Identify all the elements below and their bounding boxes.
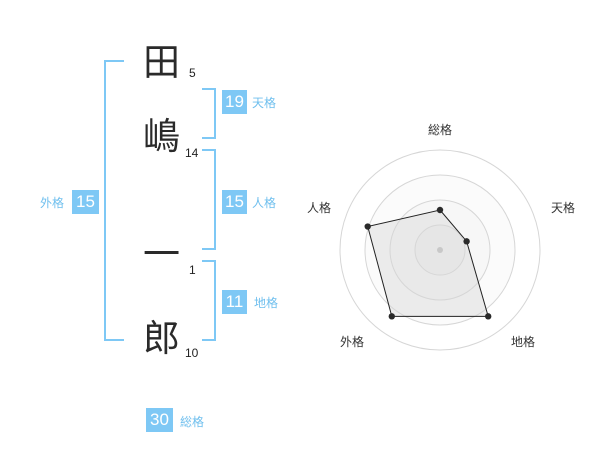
stroke-count-3: 1 [189, 263, 196, 277]
radar-point-2 [463, 238, 470, 245]
tenkaku-label: 天格 [252, 96, 277, 110]
gaikaku-bracket [104, 60, 124, 341]
chikaku-value-badge: 11 [222, 290, 247, 314]
name-char-2: 嶋 [143, 115, 180, 158]
gaikaku-label: 外格 [40, 196, 65, 210]
radar-axis-label-tenkaku: 天格 [551, 201, 576, 215]
radar-point-3 [484, 313, 492, 320]
radar-center-dot [437, 247, 443, 253]
name-char-3: 一 [143, 233, 180, 276]
stroke-count-4: 10 [185, 346, 199, 360]
stroke-count-1: 5 [189, 66, 196, 80]
radar-data-polygon [367, 209, 489, 317]
name-char-1: 田 [143, 41, 180, 84]
radar-point-4 [388, 313, 396, 320]
name-char-4: 郎 [143, 317, 180, 360]
tenkaku-bracket [202, 88, 216, 139]
radar-axis-label-soukaku: 総格 [428, 123, 453, 137]
radar-axis-label-gaikaku: 外格 [340, 335, 365, 349]
stroke-count-2: 14 [185, 146, 199, 160]
radar-axis-label-jinkaku: 人格 [307, 201, 332, 215]
radar-point-5 [364, 223, 371, 230]
tenkaku-value-badge: 19 [222, 90, 247, 114]
radar-point-1 [436, 206, 444, 214]
chikaku-bracket [202, 260, 216, 341]
radar-axis-label-chikaku: 地格 [511, 335, 536, 349]
jinkaku-value-badge: 15 [222, 190, 247, 214]
soukaku-value-badge: 30 [146, 408, 173, 432]
jinkaku-bracket [202, 149, 216, 250]
gaikaku-value-badge: 15 [72, 190, 99, 214]
jinkaku-label: 人格 [252, 196, 277, 210]
chikaku-label: 地格 [254, 296, 279, 310]
soukaku-label: 総格 [180, 415, 205, 429]
